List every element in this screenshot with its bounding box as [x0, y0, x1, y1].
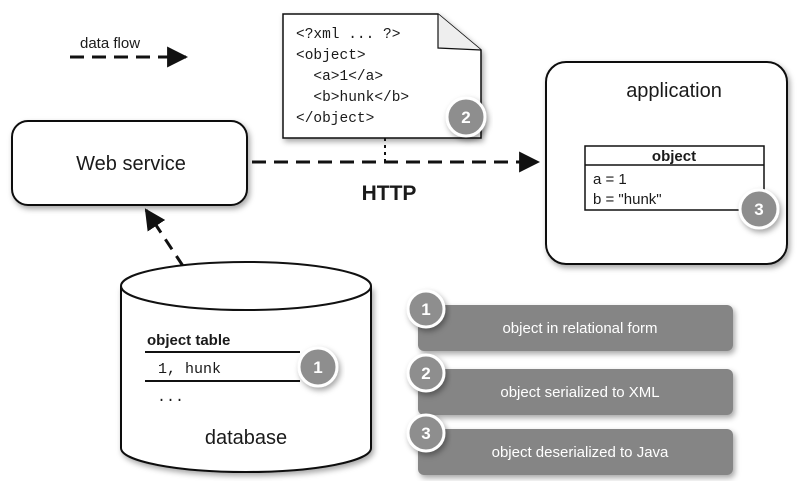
object-table-ellipsis: ... [157, 389, 184, 406]
object-table-row: 1, hunk [158, 361, 221, 378]
step-marker-number: 1 [313, 358, 322, 377]
xml-line: <?xml ... ?> [296, 27, 400, 43]
xml-line: <b>hunk</b> [296, 90, 409, 106]
legend-text: object in relational form [502, 320, 657, 337]
application-label: application [626, 80, 722, 102]
db-to-service-arrow [144, 208, 185, 267]
step-marker-1: 1 [297, 346, 339, 388]
object-table: object table 1, hunk ... [145, 332, 300, 406]
web-service-label: Web service [76, 153, 186, 175]
legend-item-2: 2 object serialized to XML [406, 353, 733, 415]
data-flow-legend: data flow [70, 35, 189, 68]
xml-line: <object> [296, 48, 366, 64]
object-field: b = "hunk" [593, 191, 662, 208]
legend-text: object serialized to XML [500, 384, 659, 401]
object-field: a = 1 [593, 171, 627, 188]
xml-line: </object> [296, 111, 374, 127]
object-box-title: object [652, 148, 696, 165]
database-label: database [205, 427, 287, 449]
http-label: HTTP [362, 182, 417, 205]
step-marker-3: 3 [738, 188, 780, 230]
step-legend: 1 object in relational form 2 object ser… [406, 289, 733, 475]
step-marker-2: 2 [445, 96, 487, 138]
database-cylinder: object table 1, hunk ... 1 database [120, 261, 372, 473]
xml-document-page [282, 13, 482, 139]
legend-item-3: 3 object deserialized to Java [406, 413, 733, 475]
legend-number: 2 [421, 364, 430, 383]
legend-item-1: 1 object in relational form [406, 289, 733, 351]
step-marker-number: 3 [754, 200, 763, 219]
legend-text: object deserialized to Java [492, 444, 669, 461]
web-service-box: Web service [11, 120, 248, 206]
legend-number: 1 [421, 300, 430, 319]
xml-line: <a>1</a> [296, 69, 383, 85]
object-box: object a = 1 b = "hunk" [584, 145, 765, 211]
page-fold-icon [437, 14, 482, 51]
step-marker-number: 2 [461, 108, 470, 127]
object-table-title: object table [147, 332, 230, 349]
data-flow-label: data flow [80, 35, 140, 52]
xml-document: <?xml ... ?> <object> <a>1</a> <b>hunk</… [282, 13, 487, 162]
legend-number: 3 [421, 424, 430, 443]
application-box: application object a = 1 b = "hunk" 3 [545, 61, 788, 265]
